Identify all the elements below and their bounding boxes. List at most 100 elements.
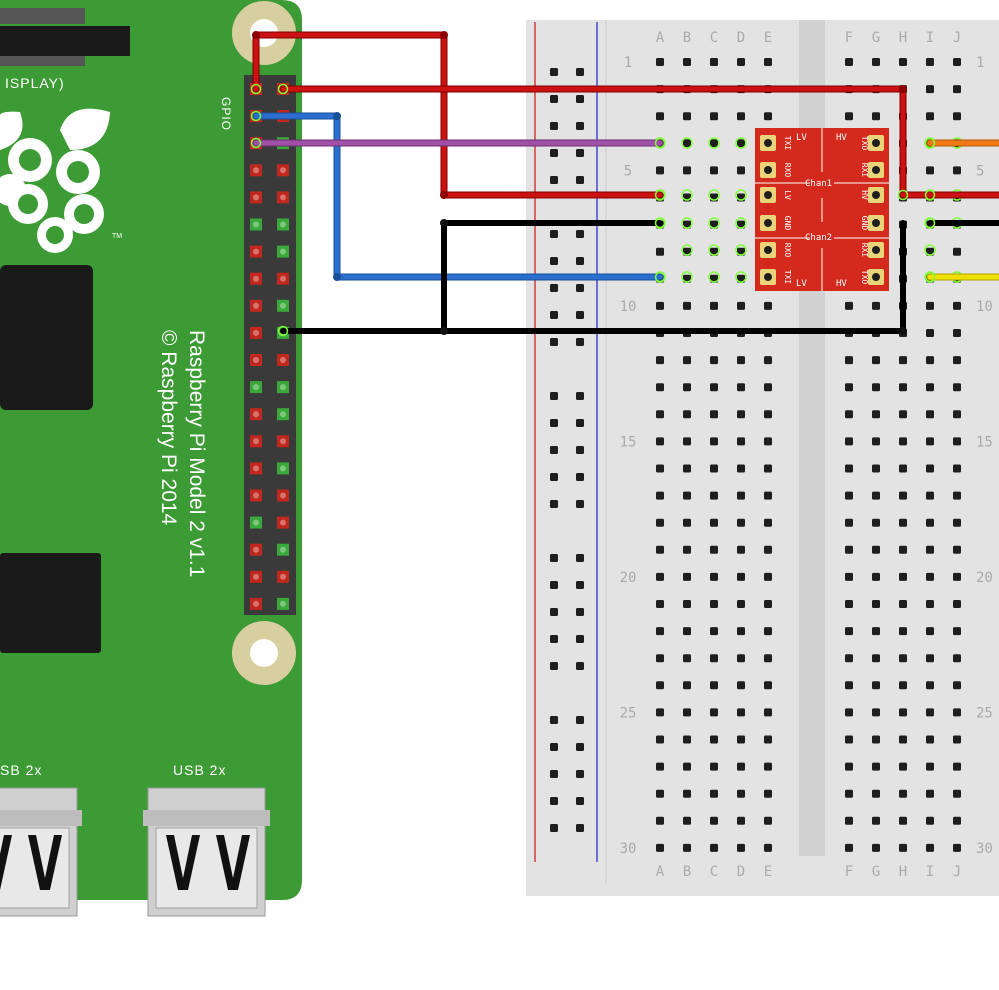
breadboard-hole (656, 112, 664, 121)
rail-hole (576, 122, 584, 130)
breadboard-hole (845, 301, 853, 310)
gpio-header (244, 75, 296, 615)
gpio-pin (250, 299, 262, 312)
shifter-pin-label-right: RXI (860, 243, 869, 258)
column-label: G (872, 30, 880, 46)
column-label: E (764, 864, 772, 880)
column-label: H (899, 30, 907, 46)
breadboard-hole (953, 708, 961, 717)
breadboard-hole (710, 301, 718, 310)
breadboard-hole (710, 491, 718, 500)
breadboard-hole (656, 789, 664, 798)
rail-hole (550, 95, 558, 103)
usb-port-left (0, 787, 82, 917)
shifter-pin (764, 246, 772, 254)
breadboard-hole (656, 464, 664, 473)
rail-hole (550, 473, 558, 481)
breadboard-hole (683, 843, 691, 852)
breadboard-hole (764, 708, 772, 717)
breadboard-hole (899, 681, 907, 690)
gpio-pin (250, 516, 262, 529)
wire-endpoints (250, 83, 936, 337)
breadboard-hole (764, 600, 772, 608)
wire-blue (252, 112, 664, 281)
breadboard-hole (764, 301, 772, 310)
gpio-pin (250, 354, 262, 366)
row-number: 30 (620, 841, 637, 857)
breadboard-hole (656, 383, 664, 392)
lv-top-label: LV (796, 133, 807, 143)
breadboard-hole (953, 491, 961, 500)
breadboard-hole (926, 681, 934, 690)
rail-hole (550, 284, 558, 292)
gpio-pin (277, 462, 289, 475)
breadboard-hole (926, 491, 934, 500)
breadboard-hole (764, 843, 772, 852)
breadboard-hole (683, 654, 691, 663)
breadboard-hole (845, 356, 853, 365)
breadboard-hole (764, 762, 772, 771)
gpio-pin (277, 408, 289, 421)
breadboard-hole (926, 600, 934, 608)
column-label: D (737, 30, 745, 46)
rail-hole (550, 608, 558, 616)
shifter-pin-label-right: HV (860, 190, 869, 200)
breadboard-hole (845, 572, 853, 581)
breadboard-hole (953, 681, 961, 690)
breadboard-hole (710, 762, 718, 771)
rail-hole (550, 824, 558, 832)
breadboard-hole (737, 491, 745, 500)
breadboard-hole (953, 247, 961, 256)
row-number-right: 1 (976, 55, 984, 71)
breadboard-hole (683, 112, 691, 121)
rail-hole (550, 68, 558, 76)
breadboard-hole (899, 735, 907, 744)
breadboard-hole (683, 572, 691, 581)
breadboard-hole (710, 356, 718, 365)
breadboard-hole (953, 85, 961, 94)
breadboard-hole (926, 789, 934, 798)
rail-hole (550, 770, 558, 778)
shifter-pin-label-left: TXI (783, 270, 792, 285)
column-label: C (710, 864, 718, 880)
breadboard-hole (737, 464, 745, 473)
shifter-pin (764, 219, 772, 227)
breadboard-hole (845, 600, 853, 608)
breadboard-hole (845, 58, 853, 66)
breadboard-hole (764, 572, 772, 581)
breadboard-hole (683, 139, 691, 148)
column-label: E (764, 30, 772, 46)
breadboard-hole (872, 572, 880, 581)
breadboard-hole (899, 600, 907, 608)
rail-hole (576, 662, 584, 670)
breadboard-hole (926, 437, 934, 446)
breadboard-hole (683, 464, 691, 473)
rail-hole (550, 149, 558, 157)
breadboard-hole (710, 735, 718, 744)
breadboard-hole (953, 301, 961, 310)
gpio-pin (277, 489, 289, 502)
rail-hole (576, 95, 584, 103)
breadboard-hole (926, 464, 934, 473)
breadboard-hole (764, 383, 772, 392)
breadboard-hole (845, 654, 853, 663)
breadboard-hole (656, 410, 664, 419)
rail-hole (576, 581, 584, 589)
breadboard-hole (926, 735, 934, 744)
breadboard-hole (926, 356, 934, 365)
rail-hole (576, 635, 584, 643)
gpio-pin (250, 570, 262, 583)
breadboard-hole (899, 356, 907, 365)
hv-bottom-label: HV (836, 279, 847, 289)
shifter-pin-label-right: RXI (860, 163, 869, 178)
breadboard-hole (926, 247, 934, 256)
breadboard-hole (764, 789, 772, 798)
breadboard-hole (737, 600, 745, 608)
column-label: I (926, 30, 934, 46)
breadboard-hole (845, 437, 853, 446)
rail-hole (576, 68, 584, 76)
breadboard-hole (683, 301, 691, 310)
breadboard-hole (926, 762, 934, 771)
breadboard-hole (953, 816, 961, 825)
breadboard-hole (872, 437, 880, 446)
